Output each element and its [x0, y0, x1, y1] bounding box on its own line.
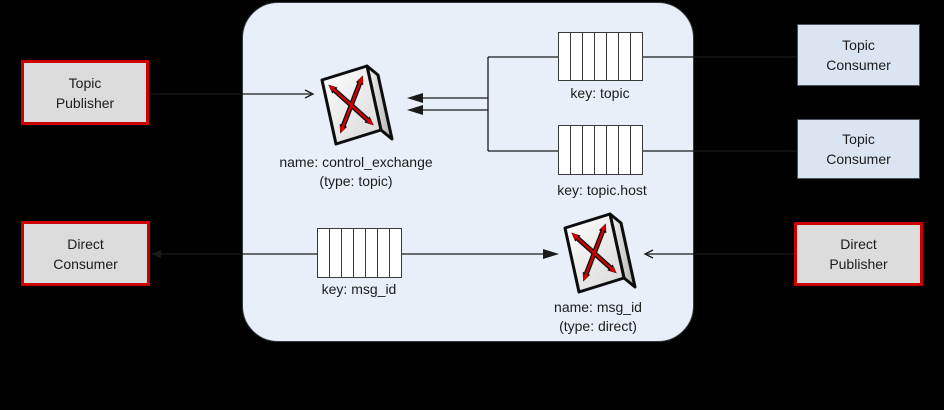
direct-publisher-label-line2: Publisher [829, 256, 888, 272]
direct-publisher-label-line1: Direct [840, 236, 877, 252]
topic-consumer-1-label-line1: Topic [842, 37, 875, 53]
topic-queue-label: key: topic [570, 85, 630, 101]
queue-cell [631, 33, 642, 80]
queue-cell [571, 33, 583, 80]
queue-cell [342, 229, 354, 277]
msg-id-exchange-name-label: name: msg_id [554, 299, 642, 315]
topic-queue-icon [558, 32, 643, 81]
queue-cell [354, 229, 366, 277]
queue-cell [390, 229, 401, 277]
topic-publisher-label-line1: Topic [68, 74, 102, 91]
queue-cell [595, 33, 607, 80]
queue-cell [607, 33, 619, 80]
queue-cell [583, 33, 595, 80]
msg-id-queue-label: key: msg_id [321, 281, 397, 297]
queue-cell [378, 229, 390, 277]
control-exchange-name-label: name: control_exchange [279, 154, 433, 170]
direct-publisher-box: Direct Publisher [794, 222, 923, 286]
queue-cell [619, 126, 631, 174]
queue-cell [559, 126, 571, 174]
queue-cell [607, 126, 619, 174]
msg-id-exchange-type-label: (type: direct) [559, 318, 637, 334]
queue-cell [318, 229, 330, 277]
queue-cell [366, 229, 378, 277]
queue-cell [595, 126, 607, 174]
direct-consumer-label-line1: Direct [67, 235, 104, 252]
queue-cell [619, 33, 631, 80]
control-exchange-type-label: (type: topic) [319, 173, 393, 189]
direct-consumer-label-line2: Consumer [53, 255, 118, 272]
queue-cell [583, 126, 595, 174]
topic-consumer-box-2: Topic Consumer [797, 119, 920, 179]
direct-consumer-box: Direct Consumer [21, 221, 150, 286]
queue-cell [559, 33, 571, 80]
queue-cell [330, 229, 342, 277]
topic-publisher-label-line2: Publisher [55, 94, 115, 111]
solid-arrowhead-into-direct-consumer [151, 250, 161, 258]
queue-cell [631, 126, 642, 174]
topic-host-queue-icon [558, 125, 643, 175]
queue-cell [571, 126, 583, 174]
msg-id-queue-icon [317, 228, 402, 278]
topic-host-queue-label: key: topic.host [557, 182, 647, 198]
topic-consumer-1-label-line2: Consumer [826, 57, 891, 73]
topic-consumer-box-1: Topic Consumer [797, 24, 920, 86]
topic-publisher-box: Topic Publisher [21, 60, 149, 125]
topic-consumer-2-label-line1: Topic [842, 131, 875, 147]
topic-consumer-2-label-line2: Consumer [826, 151, 891, 167]
